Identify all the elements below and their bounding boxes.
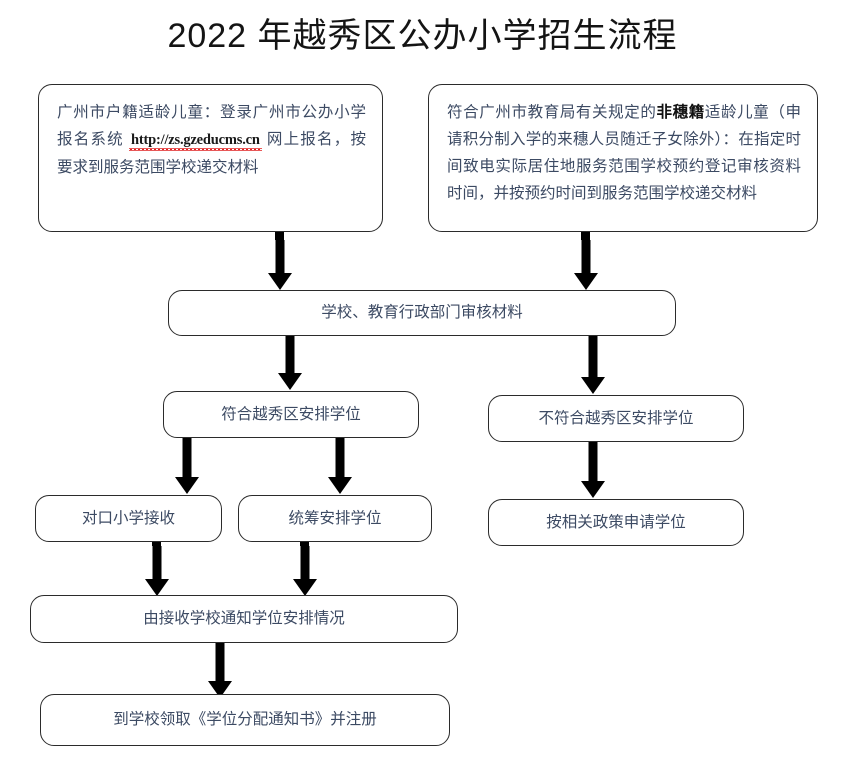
- feisui-text-part-b: 适龄儿童（申请积分制入学的来穗人员随迁子女除外）：在指定时间致电实际居住地服务范…: [447, 104, 801, 202]
- node-coordinated-placement: 统筹安排学位: [238, 495, 432, 542]
- arrow-paired-school-to-notify: [145, 546, 169, 596]
- revision-marked-term: 非穗籍: [656, 104, 705, 121]
- node-notify-placement-result-label: 由接收学校通知学位安排情况: [143, 610, 345, 627]
- node-non-sui-hukou-children: 符合广州市教育局有关规定的非穗籍适龄儿童（申请积分制入学的来穗人员随迁子女除外）…: [428, 84, 818, 232]
- connector-nub-feisui: [581, 232, 590, 240]
- arrow-hukou-to-review: [268, 240, 292, 290]
- node-coordinated-placement-label: 统筹安排学位: [288, 509, 382, 527]
- arrow-review-to-qualified: [278, 336, 302, 390]
- node-notify-placement-result: 由接收学校通知学位安排情况: [30, 595, 458, 643]
- node-collect-placement-notice-label: 到学校领取《学位分配通知书》并注册: [113, 711, 377, 728]
- hukou-text-part-b: 网上报名，按要求到服务范围学校递交材料: [57, 131, 366, 176]
- node-non-sui-hukou-children-text: 符合广州市教育局有关规定的非穗籍适龄儿童（申请积分制入学的来穗人员随迁子女除外）…: [447, 99, 801, 207]
- node-qualified-placement: 符合越秀区安排学位: [163, 391, 419, 438]
- node-unqualified-placement: 不符合越秀区安排学位: [488, 395, 744, 442]
- arrow-unqualified-to-policy-apply: [581, 442, 605, 498]
- node-hukou-children-text: 广州市户籍适龄儿童：登录广州市公办小学报名系统 http://zs.gzeduc…: [57, 99, 366, 181]
- node-paired-school-admission-label: 对口小学接收: [81, 509, 175, 527]
- page-title: 2022 年越秀区公办小学招生流程: [167, 17, 678, 55]
- hukou-text-part-a: 广州市户籍适龄儿童：登录广州市公办小学报名系统: [57, 104, 366, 148]
- node-hukou-children: 广州市户籍适龄儿童：登录广州市公办小学报名系统 http://zs.gzeduc…: [38, 84, 383, 232]
- connector-nub-paired-school: [152, 538, 161, 546]
- registration-url[interactable]: http://zs.gzeducms.cn: [131, 132, 260, 148]
- node-paired-school-admission: 对口小学接收: [35, 495, 222, 542]
- node-review-materials-label: 学校、教育行政部门审核材料: [321, 304, 523, 321]
- arrow-feisui-to-review: [574, 240, 598, 290]
- node-unqualified-placement-label: 不符合越秀区安排学位: [538, 409, 694, 427]
- arrow-notify-to-collect: [208, 643, 232, 698]
- feisui-text-part-a: 符合广州市教育局有关规定的: [447, 104, 657, 121]
- node-qualified-placement-label: 符合越秀区安排学位: [221, 405, 361, 423]
- node-review-materials: 学校、教育行政部门审核材料: [168, 290, 676, 336]
- arrow-qualified-to-paired-school: [175, 438, 199, 494]
- node-collect-placement-notice: 到学校领取《学位分配通知书》并注册: [40, 694, 450, 746]
- arrow-qualified-to-coordinated: [328, 438, 352, 494]
- arrow-coordinated-to-notify: [293, 546, 317, 596]
- node-policy-based-application-label: 按相关政策申请学位: [546, 513, 686, 531]
- arrow-review-to-unqualified: [581, 336, 605, 394]
- node-policy-based-application: 按相关政策申请学位: [488, 499, 744, 546]
- connector-nub-hukou: [275, 232, 284, 240]
- connector-nub-coordinated: [300, 538, 309, 546]
